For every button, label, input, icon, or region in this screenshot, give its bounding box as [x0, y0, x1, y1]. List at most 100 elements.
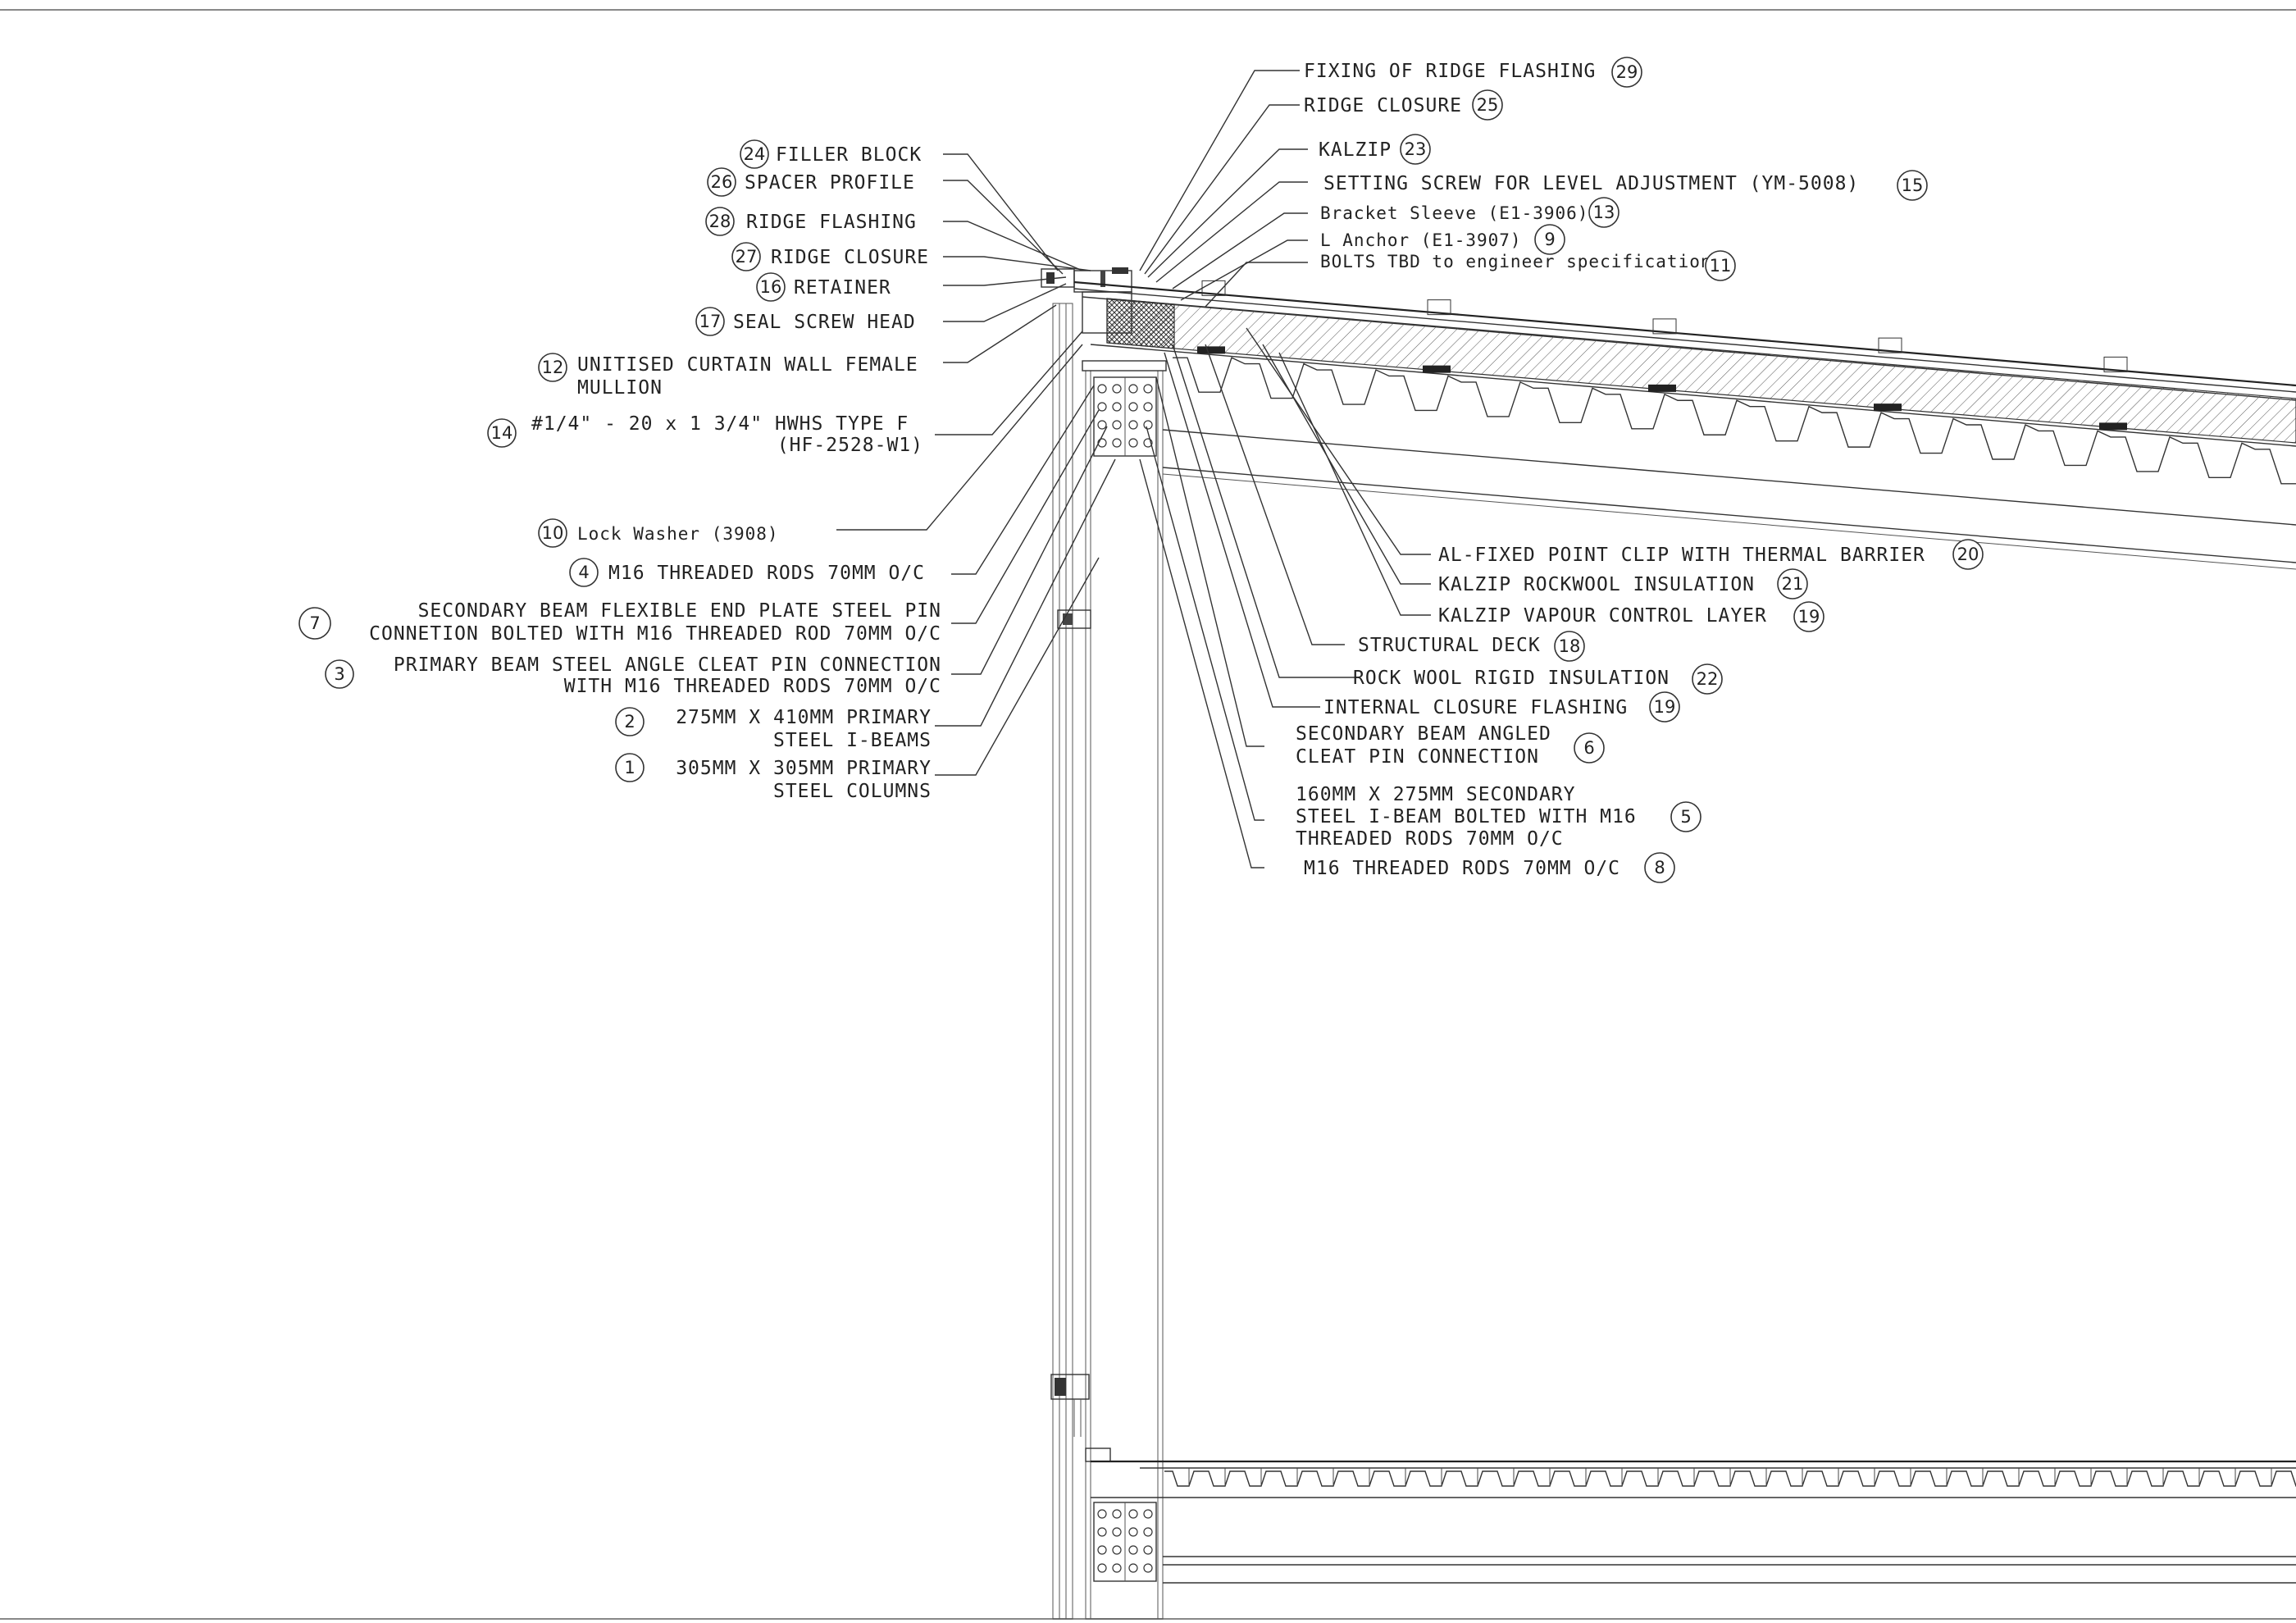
bolt-icon — [1143, 384, 1153, 394]
callout-18: STRUCTURAL DECK 18 — [1358, 631, 1585, 662]
svg-text:29: 29 — [1616, 62, 1638, 82]
bolt-icon — [1143, 420, 1153, 430]
svg-text:8: 8 — [1654, 858, 1665, 878]
callout-23: KALZIP 23 — [1319, 134, 1431, 165]
bolt-icon — [1128, 402, 1138, 412]
svg-text:SPACER PROFILE: SPACER PROFILE — [745, 172, 915, 194]
svg-text:UNITISED CURTAIN WALL FEMALE: UNITISED CURTAIN WALL FEMALE — [577, 354, 918, 376]
column-cap-plate — [1082, 360, 1167, 372]
svg-text:16: 16 — [760, 277, 782, 297]
callout-15: SETTING SCREW FOR LEVEL ADJUSTMENT (YM-5… — [1323, 170, 1928, 201]
secondary-beam-top — [1162, 429, 2296, 526]
callout-22: ROCK WOOL RIGID INSULATION 22 — [1353, 663, 1723, 695]
leader-lines — [836, 70, 1431, 868]
bolt-icon — [1097, 1509, 1107, 1519]
bolt-icon — [1143, 1527, 1153, 1537]
bolt-icon — [1097, 438, 1107, 448]
right-callouts: AL-FIXED POINT CLIP WITH THERMAL BARRIER… — [1296, 539, 1984, 883]
svg-text:17: 17 — [699, 312, 722, 331]
svg-text:5: 5 — [1680, 807, 1691, 827]
structural-deck-profile — [1173, 357, 2296, 485]
svg-text:INTERNAL CLOSURE FLASHING: INTERNAL CLOSURE FLASHING — [1323, 697, 1628, 718]
svg-text:RIDGE FLASHING: RIDGE FLASHING — [746, 212, 917, 233]
svg-text:275MM X 410MM PRIMARY: 275MM X 410MM PRIMARY — [676, 707, 932, 728]
svg-text:9: 9 — [1544, 230, 1555, 249]
callout-24: 24 FILLER BLOCK — [740, 139, 922, 169]
bolt-icon — [1112, 420, 1122, 430]
svg-text:15: 15 — [1902, 176, 1924, 195]
svg-text:25: 25 — [1477, 95, 1499, 115]
svg-text:CONNETION BOLTED WITH M16 THRE: CONNETION BOLTED WITH M16 THREADED ROD 7… — [369, 623, 941, 645]
svg-text:THREADED RODS 70MM O/C: THREADED RODS 70MM O/C — [1296, 828, 1564, 850]
callout-8: M16 THREADED RODS 70MM O/C 8 — [1304, 852, 1675, 883]
svg-text:26: 26 — [711, 172, 733, 192]
svg-text:CLEAT PIN CONNECTION: CLEAT PIN CONNECTION — [1296, 746, 1539, 768]
roof-clip — [1878, 337, 1902, 353]
svg-text:M16 THREADED RODS 70MM O/C: M16 THREADED RODS 70MM O/C — [608, 563, 925, 584]
svg-text:AL-FIXED POINT CLIP WITH THERM: AL-FIXED POINT CLIP WITH THERMAL BARRIER — [1438, 545, 1925, 566]
callout-19a: KALZIP VAPOUR CONTROL LAYER 19 — [1438, 601, 1824, 632]
svg-text:FILLER BLOCK: FILLER BLOCK — [776, 144, 922, 166]
svg-text:STEEL I-BEAM BOLTED WITH M16: STEEL I-BEAM BOLTED WITH M16 — [1296, 806, 1637, 827]
svg-text:RIDGE CLOSURE: RIDGE CLOSURE — [1304, 95, 1462, 116]
svg-text:14: 14 — [491, 423, 513, 443]
callout-2: 2 275MM X 410MM PRIMARY STEEL I-BEAMS — [615, 707, 932, 751]
svg-text:ROCK WOOL RIGID INSULATION: ROCK WOOL RIGID INSULATION — [1353, 668, 1670, 689]
structure-geometry — [1041, 267, 2296, 1620]
svg-text:11: 11 — [1710, 256, 1732, 276]
roof-clip — [1652, 318, 1677, 335]
top-bolt-group — [1093, 376, 1157, 457]
svg-text:24: 24 — [744, 144, 766, 164]
bolt-icon — [1097, 1527, 1107, 1537]
svg-text:Bracket Sleeve (E1-3906): Bracket Sleeve (E1-3906) — [1320, 203, 1588, 223]
roof-buildup — [1073, 280, 2296, 570]
callout-25: RIDGE CLOSURE 25 — [1304, 89, 1503, 121]
callout-20: AL-FIXED POINT CLIP WITH THERMAL BARRIER… — [1438, 539, 1984, 570]
thermal-barrier-pad — [1648, 384, 1676, 392]
svg-text:27: 27 — [736, 247, 758, 267]
svg-text:RETAINER: RETAINER — [794, 277, 891, 299]
bolt-icon — [1128, 420, 1138, 430]
svg-text:21: 21 — [1782, 574, 1804, 594]
bolt-icon — [1143, 438, 1153, 448]
callout-4: 4 M16 THREADED RODS 70MM O/C — [569, 558, 925, 587]
bolt-icon — [1128, 1563, 1138, 1573]
bolt-icon — [1128, 1509, 1138, 1519]
svg-text:305MM X 305MM PRIMARY: 305MM X 305MM PRIMARY — [676, 758, 932, 779]
bolt-icon — [1112, 1509, 1122, 1519]
bolt-icon — [1128, 1545, 1138, 1555]
primary-steel-column — [1085, 370, 1164, 1620]
svg-text:7: 7 — [309, 613, 320, 633]
callout-5: 160MM X 275MM SECONDARY STEEL I-BEAM BOL… — [1296, 784, 1702, 850]
top-callouts: FIXING OF RIDGE FLASHING 29 RIDGE CLOSUR… — [1304, 57, 1928, 281]
bolt-icon — [1143, 1545, 1153, 1555]
bolt-icon — [1112, 384, 1122, 394]
callout-17: 17 SEAL SCREW HEAD — [695, 307, 915, 336]
bolt-icon — [1143, 402, 1153, 412]
svg-text:SECONDARY BEAM FLEXIBLE END PL: SECONDARY BEAM FLEXIBLE END PLATE STEEL … — [418, 600, 941, 622]
svg-text:KALZIP: KALZIP — [1319, 139, 1392, 161]
callout-26: 26 SPACER PROFILE — [707, 167, 915, 197]
svg-text:23: 23 — [1405, 139, 1427, 159]
bolt-icon — [1143, 1509, 1153, 1519]
mullion-bracket — [1057, 609, 1091, 629]
svg-text:RIDGE CLOSURE: RIDGE CLOSURE — [771, 247, 929, 268]
svg-text:(HF-2528-W1): (HF-2528-W1) — [777, 435, 923, 456]
svg-text:1: 1 — [624, 758, 635, 777]
svg-text:2: 2 — [624, 712, 635, 732]
svg-text:SECONDARY BEAM ANGLED: SECONDARY BEAM ANGLED — [1296, 723, 1551, 745]
svg-text:10: 10 — [542, 523, 564, 543]
svg-text:12: 12 — [542, 358, 564, 377]
callout-21: KALZIP ROCKWOOL INSULATION 21 — [1438, 568, 1808, 600]
roof-clip — [1427, 299, 1451, 316]
bolt-icon — [1097, 420, 1107, 430]
svg-text:13: 13 — [1593, 203, 1615, 222]
svg-text:STEEL I-BEAMS: STEEL I-BEAMS — [773, 730, 932, 751]
bolt-icon — [1112, 1545, 1122, 1555]
callout-6: SECONDARY BEAM ANGLED CLEAT PIN CONNECTI… — [1296, 723, 1605, 768]
bolt-icon — [1112, 438, 1122, 448]
callout-14: 14 #1/4" - 20 x 1 3/4" HWHS TYPE F (HF-2… — [487, 413, 923, 456]
roof-clip — [2103, 356, 2128, 372]
bolt-icon — [1097, 402, 1107, 412]
